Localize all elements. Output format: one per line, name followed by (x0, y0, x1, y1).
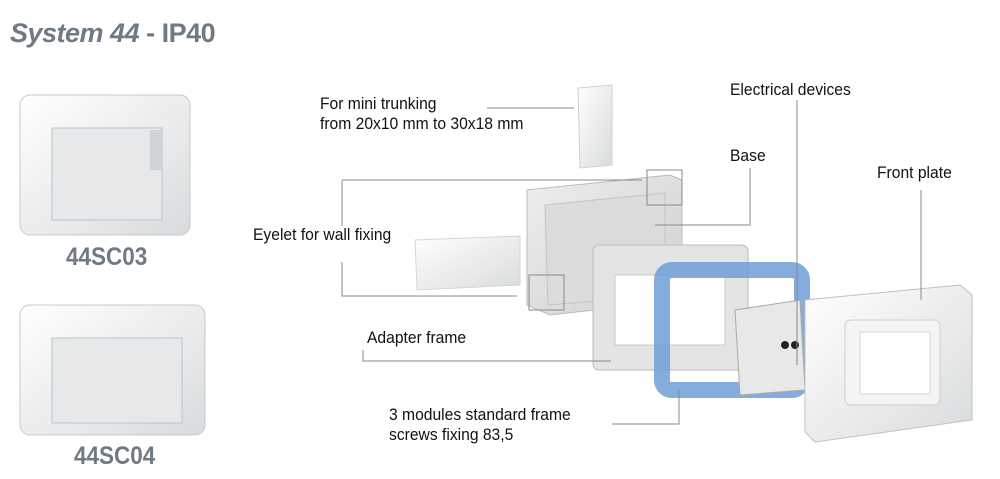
callout-trunking: For mini trunking from 20x10 mm to 30x18… (320, 94, 524, 133)
product-image-44sc04 (19, 304, 206, 436)
callout-electrical-devices: Electrical devices (730, 80, 851, 99)
electrical-device-image (734, 299, 806, 396)
product-code-44sc03: 44SC03 (66, 243, 148, 271)
mini-trunking-image (414, 84, 613, 291)
callout-standard-frame: 3 modules standard frame screws fixing 8… (389, 405, 571, 444)
leader-lines (341, 100, 922, 425)
front-plate-image (804, 284, 973, 443)
callout-adapter-frame: Adapter frame (367, 328, 467, 347)
callout-base: Base (730, 146, 766, 165)
callout-eyelet: Eyelet for wall fixing (253, 225, 392, 244)
callout-front-plate: Front plate (877, 163, 952, 182)
product-code-44sc04: 44SC04 (74, 442, 156, 470)
page-title: System 44 - IP40 (10, 18, 216, 48)
product-image-44sc03 (19, 94, 191, 236)
